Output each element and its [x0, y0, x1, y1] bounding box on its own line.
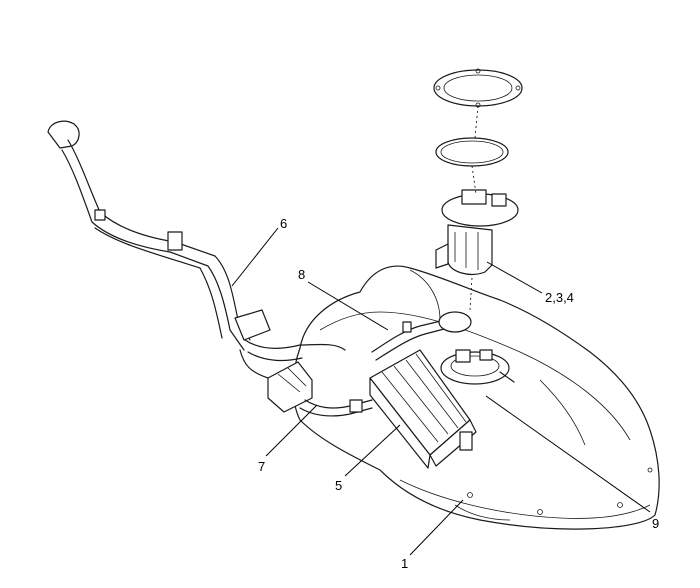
fuel-sender-unit: [440, 349, 515, 385]
canister: [369, 349, 477, 469]
vapor-hose-assembly: [239, 349, 373, 417]
leader-234: [486, 261, 543, 294]
callout-2-3-4: 2,3,4: [545, 290, 574, 305]
callout-9: 9: [652, 516, 659, 531]
leader-7: [265, 404, 318, 457]
leader-lines: [231, 227, 651, 556]
fuel-tank: [292, 265, 660, 530]
leader-9: [485, 395, 651, 513]
fuel-feed-line: [371, 311, 472, 361]
leader-8: [307, 281, 389, 331]
callout-6: 6: [280, 216, 287, 231]
leader-5: [344, 424, 401, 477]
callout-1: 1: [401, 556, 408, 571]
callout-7: 7: [258, 459, 265, 474]
callout-8: 8: [298, 267, 305, 282]
leader-6: [231, 227, 279, 287]
callout-5: 5: [335, 478, 342, 493]
fuel-pump-assembly: [433, 68, 523, 311]
leader-1: [409, 499, 464, 556]
callout-labels: 1 2,3,4 5 6 7 8 9: [258, 216, 659, 571]
filler-neck-assembly: [47, 120, 346, 362]
